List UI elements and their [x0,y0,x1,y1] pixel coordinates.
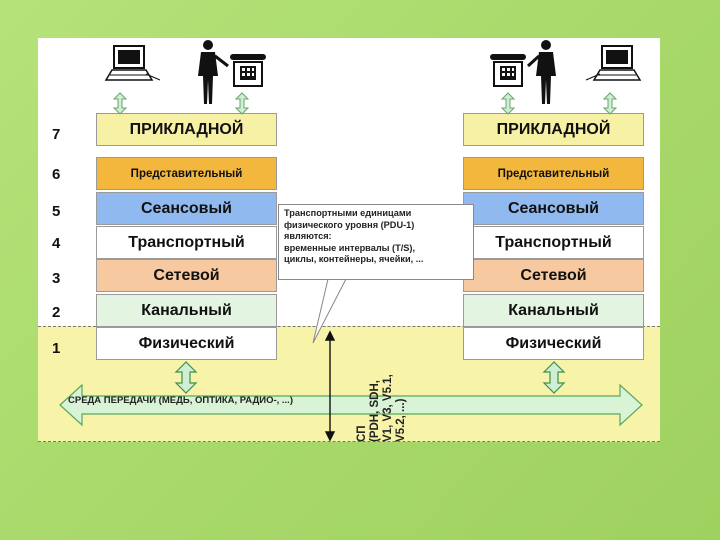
sp-vertical-arrow [324,330,336,442]
right-telephone-icon [490,54,526,87]
left-telephone-icon [230,54,266,87]
callout-line-5: циклы, контейнеры, ячейки, ... [284,254,424,264]
right-layer-network: Сетевой [463,259,644,292]
transmission-medium-arrow [59,383,643,427]
right-computer-icon [585,45,642,81]
right-layer-datalink: Канальный [463,294,644,327]
sp-label-line-2: (PDH, SDH, [369,380,381,442]
layer-number-7: 7 [52,126,61,143]
right-person-icon [526,40,556,104]
pdu-callout: Транспортными единицами физического уров… [278,204,474,280]
transmission-medium-label: СРЕДА ПЕРЕДАЧИ (МЕДЬ, ОПТИКА, РАДИО-, ..… [68,395,293,406]
left-layer-network: Сетевой [96,259,277,292]
left-computer-icon [104,45,161,81]
sp-label-line-3: V1, V3, V5.1, [382,374,394,442]
left-layer-datalink: Канальный [96,294,277,327]
layer-number-4: 4 [52,235,61,252]
left-physical-medium-arrow [174,361,198,394]
right-layer-application: ПРИКЛАДНОЙ [463,113,644,146]
sp-label: СП (PDH, SDH, V1, V3, V5.1, V5.2, ...) [356,318,466,442]
right-access-arrow-1 [500,92,516,115]
layer-number-3: 3 [52,270,61,287]
right-layer-presentation: Представительный [463,157,644,190]
layer-number-6: 6 [52,166,61,183]
layer-number-5: 5 [52,203,61,220]
left-layer-session: Сеансовый [96,192,277,225]
layer-number-1: 1 [52,340,61,357]
right-layer-physical: Физический [463,327,644,360]
callout-line-1: Транспортными единицами [284,208,412,218]
callout-line-4: временные интервалы (T/S), [284,242,416,253]
left-layer-physical: Физический [96,327,277,360]
sp-label-line-4: V5.2, ...) [395,398,407,442]
left-layer-application: ПРИКЛАДНОЙ [96,113,277,146]
left-person-icon [198,40,229,104]
right-layer-session: Сеансовый [463,192,644,225]
left-access-arrow-2 [234,92,250,115]
left-access-arrow-1 [112,92,128,115]
right-physical-medium-arrow [542,361,566,394]
left-layer-transport: Транспортный [96,226,277,259]
callout-line-2: физического уровня (PDU-1) [284,219,415,230]
right-access-arrow-2 [602,92,618,115]
layer-number-2: 2 [52,304,61,321]
sp-label-line-1: СП [356,425,368,442]
callout-line-3: являются: [284,231,332,241]
left-layer-presentation: Представительный [96,157,277,190]
diagram-arrows [59,40,643,442]
slide-canvas: 7 6 5 4 3 2 1 ПРИКЛАДНОЙ Представительны… [38,38,660,442]
